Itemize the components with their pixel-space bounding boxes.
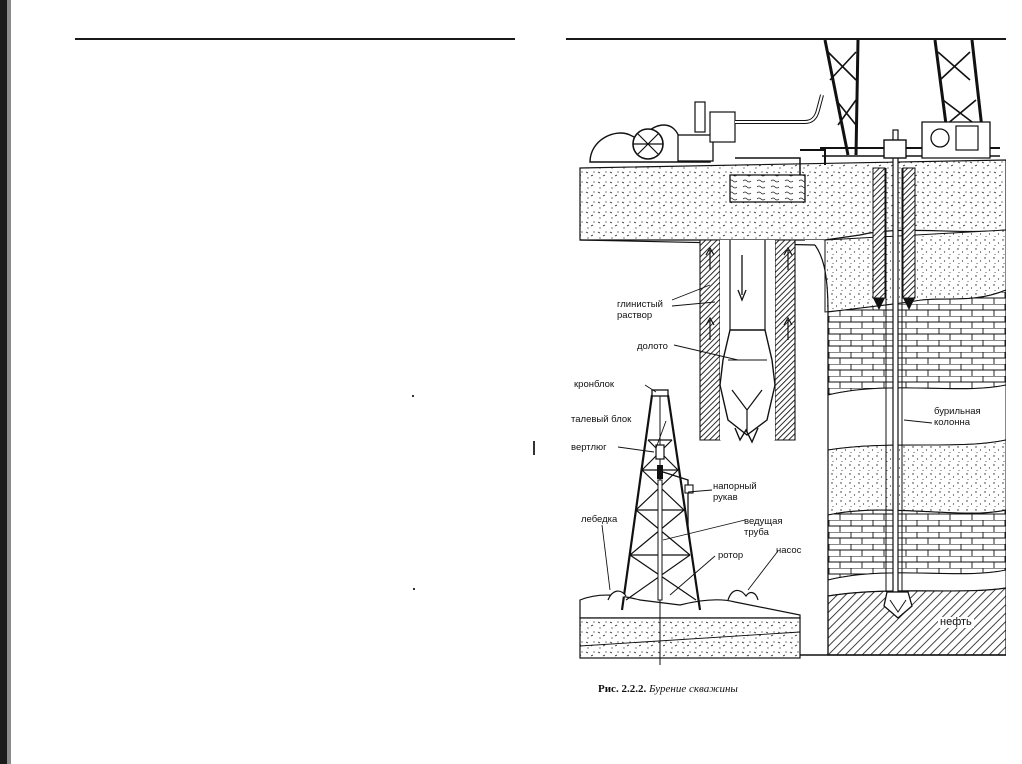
label-drill-string: бурильная колонна — [934, 406, 981, 428]
label-kelly: ведущая труба — [744, 516, 783, 538]
label-oil: нефть — [938, 616, 974, 628]
label-pump: насос — [776, 545, 802, 556]
label-winch: лебедка — [581, 514, 618, 525]
speck — [412, 395, 414, 397]
label-pressure-hose: напорный рукав — [713, 481, 757, 503]
label-crown-block: кронблок — [574, 379, 615, 390]
small-derrick — [579, 389, 801, 665]
drilling-illustration — [579, 39, 1007, 665]
right-page-header-rule — [566, 38, 1006, 40]
page-mark — [533, 441, 535, 455]
label-travelling-block: талевый блок — [571, 414, 632, 425]
drilling-figure: глинистый раствор долото кронблок талевы… — [560, 39, 1007, 675]
caption-text: Бурение скважины — [648, 683, 738, 695]
left-page-header-rule — [75, 38, 515, 40]
label-clay-solution: глинистый раствор — [617, 299, 663, 321]
speck — [413, 588, 415, 590]
leader-lines — [601, 284, 933, 596]
drill-string — [892, 129, 899, 593]
oil-layer — [827, 587, 1007, 656]
label-bit: долото — [637, 341, 668, 352]
caption-number: Рис. 2.2.2. — [598, 683, 647, 695]
mud-pit — [729, 174, 806, 203]
drill-bit-section — [883, 591, 913, 619]
label-rotor: ротор — [718, 550, 744, 561]
label-swivel: вертлюг — [571, 442, 607, 453]
drill-bit-inset — [699, 239, 796, 444]
book-spine-edge — [0, 0, 7, 764]
book-spine-shadow — [7, 0, 11, 764]
figure-caption: Рис. 2.2.2. Бурение скважины — [598, 683, 738, 695]
